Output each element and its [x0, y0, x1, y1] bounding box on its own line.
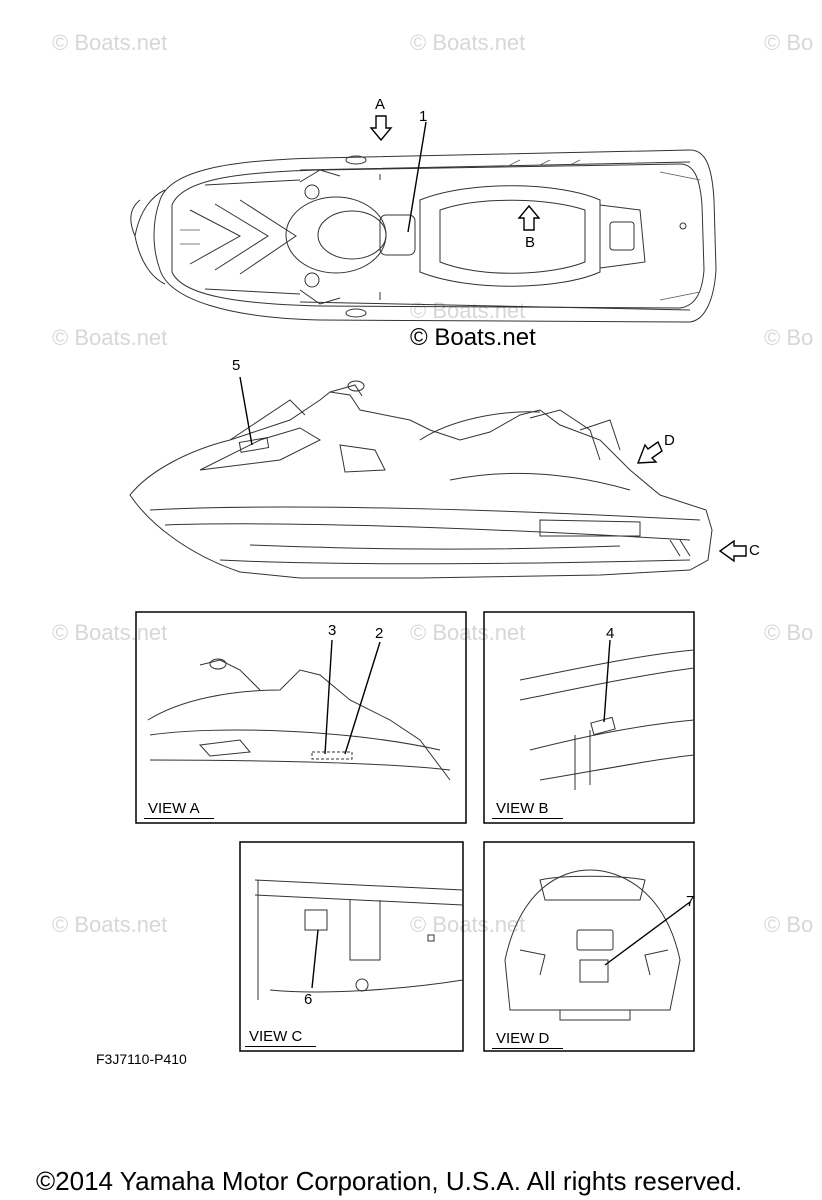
- top-view-watercraft: [130, 115, 717, 323]
- watermark: © Boats.net: [410, 298, 526, 323]
- arrow-c-label: C: [749, 542, 760, 559]
- view-d-label: VIEW D: [492, 1030, 564, 1049]
- watermark: © Boats.net: [410, 620, 526, 645]
- watermark: © Bo: [764, 325, 814, 350]
- callout-4: 4: [606, 625, 615, 642]
- center-watermark: © Boats.net: [410, 324, 536, 351]
- view-a-box: [135, 611, 467, 824]
- part-code: F3J7110-P410: [96, 1051, 187, 1067]
- watermark: © Boats.net: [410, 912, 526, 937]
- watermark: © Boats.net: [410, 30, 526, 55]
- watermark: © Bo: [764, 30, 814, 55]
- callout-1: 1: [419, 108, 428, 125]
- view-b-box: [483, 611, 695, 824]
- watermark: © Boats.net: [52, 620, 168, 645]
- copyright-notice: ©2014 Yamaha Motor Corporation, U.S.A. A…: [36, 1166, 743, 1196]
- watermark: © Boats.net: [52, 30, 168, 55]
- callout-7: 7: [686, 893, 695, 910]
- callout-3: 3: [328, 622, 337, 639]
- arrow-d-label: D: [664, 432, 675, 449]
- watermark: © Bo: [764, 620, 814, 645]
- watermark: © Boats.net: [52, 325, 168, 350]
- view-c-box: [239, 841, 464, 1052]
- view-d-box: [483, 841, 695, 1052]
- view-a-label: VIEW A: [144, 800, 214, 819]
- watermark: © Boats.net: [52, 912, 168, 937]
- view-b-label: VIEW B: [492, 800, 563, 819]
- watermark: © Bo: [764, 912, 814, 937]
- arrow-b-label: B: [525, 234, 536, 251]
- view-c-label: VIEW C: [245, 1028, 317, 1047]
- callout-5: 5: [232, 357, 241, 374]
- callout-6: 6: [304, 991, 313, 1008]
- callout-2: 2: [375, 625, 384, 642]
- arrow-a-label: A: [375, 96, 386, 113]
- side-view-watercraft: [129, 376, 747, 579]
